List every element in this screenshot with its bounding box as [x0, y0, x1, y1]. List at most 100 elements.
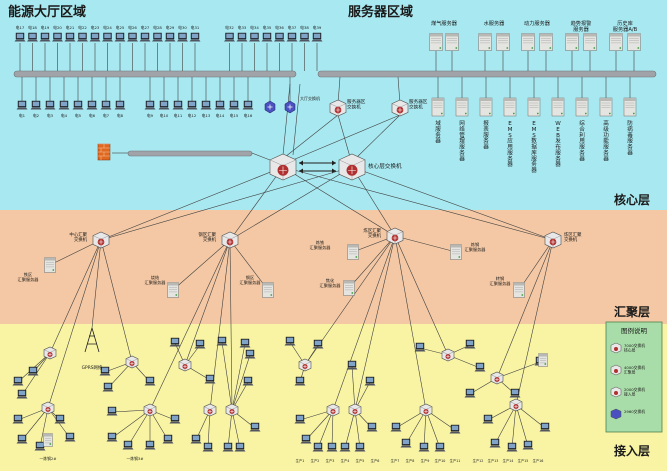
access-pc-link: [305, 409, 334, 441]
hall-pc-icon: [44, 100, 56, 110]
aggregation-server-icon: [343, 280, 355, 296]
legend-item: 4000交换机汇聚层: [610, 364, 645, 376]
hall-pc-label: 电36: [275, 25, 284, 30]
hall-pc-icon: [236, 32, 248, 42]
access-switch-icon: [441, 348, 455, 362]
access-pc-icon: [234, 442, 246, 452]
hall-pc-label: 电9: [147, 113, 154, 118]
aggregation-switch-icon: [386, 227, 404, 245]
agg-access-link: [394, 235, 427, 411]
hall-pc-label: 电6: [89, 113, 96, 118]
access-pc-link: [344, 409, 356, 449]
agg-server-link: [518, 239, 554, 291]
server-zone-switch-label: 服务器区交换机: [409, 98, 428, 110]
server-zone-title: 服务器区域: [348, 4, 413, 20]
access-switch-icon: [203, 403, 217, 417]
hall-pc-icon: [14, 32, 26, 42]
access-server-icon: [538, 353, 548, 367]
core-switch-icon: [338, 153, 366, 181]
access-pc-icon: [482, 414, 494, 424]
hall-pc-label: 电29: [166, 25, 175, 30]
access-pc-link: [231, 409, 241, 449]
aggregation-server-icon: [167, 282, 179, 298]
hall-pc-label: 电4: [61, 113, 68, 118]
agg-server-link: [348, 235, 396, 289]
hall-pc-icon: [52, 32, 63, 42]
access-switch-icon: [348, 403, 362, 417]
access-pc-icon: [366, 422, 378, 432]
hall-pc-icon: [261, 32, 273, 42]
access-pc-label: 生产2: [311, 458, 320, 463]
top-server-icon: [496, 33, 510, 51]
access-pc-link: [39, 407, 49, 448]
access-pc-link: [111, 409, 151, 439]
hall-core-link: [292, 83, 301, 156]
hall-pc-label: 电38: [300, 25, 309, 30]
hall-pc-icon: [200, 100, 212, 110]
access-caption-label: 一炼钢3#: [127, 456, 144, 461]
hall-pc-icon: [27, 32, 38, 42]
hall-pc-icon: [16, 100, 28, 110]
access-pc-icon: [12, 414, 24, 424]
access-pc-icon: [204, 374, 216, 384]
legend: 图例说明 7000交换机核心层4000交换机汇聚层2000交换机接入层2960交…: [605, 321, 663, 433]
bottom-server-label: 网络管理服务器: [459, 120, 465, 162]
access-pc-icon: [144, 440, 156, 450]
hall-switch-icon: [284, 100, 296, 114]
hall-pc-icon: [158, 100, 170, 110]
access-pc-icon: [64, 432, 76, 442]
access-pc-icon: [222, 442, 234, 452]
hall-pc-icon: [274, 32, 285, 42]
access-pc-link: [231, 354, 251, 411]
hall-pc-label: 电7: [103, 113, 110, 118]
hall-pc-icon: [86, 100, 98, 110]
server-core-link: [287, 114, 401, 163]
access-server-icon: [43, 433, 53, 447]
top-server-group-label: 水服务器: [484, 19, 506, 27]
server-zone-switch-label: 服务器区交换机: [347, 98, 366, 110]
gprs-label: GPRS网络: [82, 364, 103, 371]
gprs-tower-icon: [84, 327, 100, 353]
core-agg-link: [100, 166, 353, 241]
bottom-server-icon: [623, 97, 637, 117]
hall-pc-icon: [242, 100, 254, 110]
legend-item: 2000交换机接入层: [610, 386, 645, 398]
hall-pc-label: 电23: [91, 25, 100, 30]
access-pc-icon: [489, 438, 501, 448]
access-switch-icon: [490, 371, 504, 385]
access-switch-icon: [225, 403, 239, 417]
access-switch-icon: [125, 355, 139, 369]
access-pc-label: 生产11: [450, 458, 461, 463]
access-pc-link: [331, 409, 334, 449]
hall-pc-icon: [72, 100, 84, 110]
access-pc-label: 生产16: [533, 458, 544, 463]
hall-bus: [13, 70, 297, 78]
gprs-link: [91, 239, 102, 329]
hall-pc-icon: [214, 100, 226, 110]
access-switch-icon: [509, 398, 523, 412]
agg-access-link: [354, 235, 396, 411]
access-pc-link: [351, 365, 356, 411]
legend-item-label: 7000交换机核心层: [624, 343, 645, 352]
bottom-server-label: 域服务器: [435, 119, 441, 145]
access-pc-label: 生产14: [503, 458, 514, 463]
access-pc-link: [496, 361, 541, 379]
hall-pc-label: 电30: [178, 25, 187, 30]
access-pc-icon: [169, 337, 181, 347]
aggregation-server-label: 焦化汇聚服务器: [320, 277, 342, 289]
access-pc-label: 生产8: [406, 458, 415, 463]
hall-pc-icon: [89, 32, 101, 42]
top-server-icon: [429, 33, 443, 51]
aggregation-switch-label: 炼区汇聚交换机: [564, 231, 582, 243]
bottom-server-icon: [503, 97, 517, 117]
hall-pc-label: 电32: [225, 25, 234, 30]
bottom-server-icon: [455, 97, 469, 117]
access-pc-icon: [106, 406, 118, 416]
access-pc-link: [354, 409, 361, 449]
agg-access-link: [149, 239, 231, 411]
hall-pc-label: 电28: [153, 25, 162, 30]
